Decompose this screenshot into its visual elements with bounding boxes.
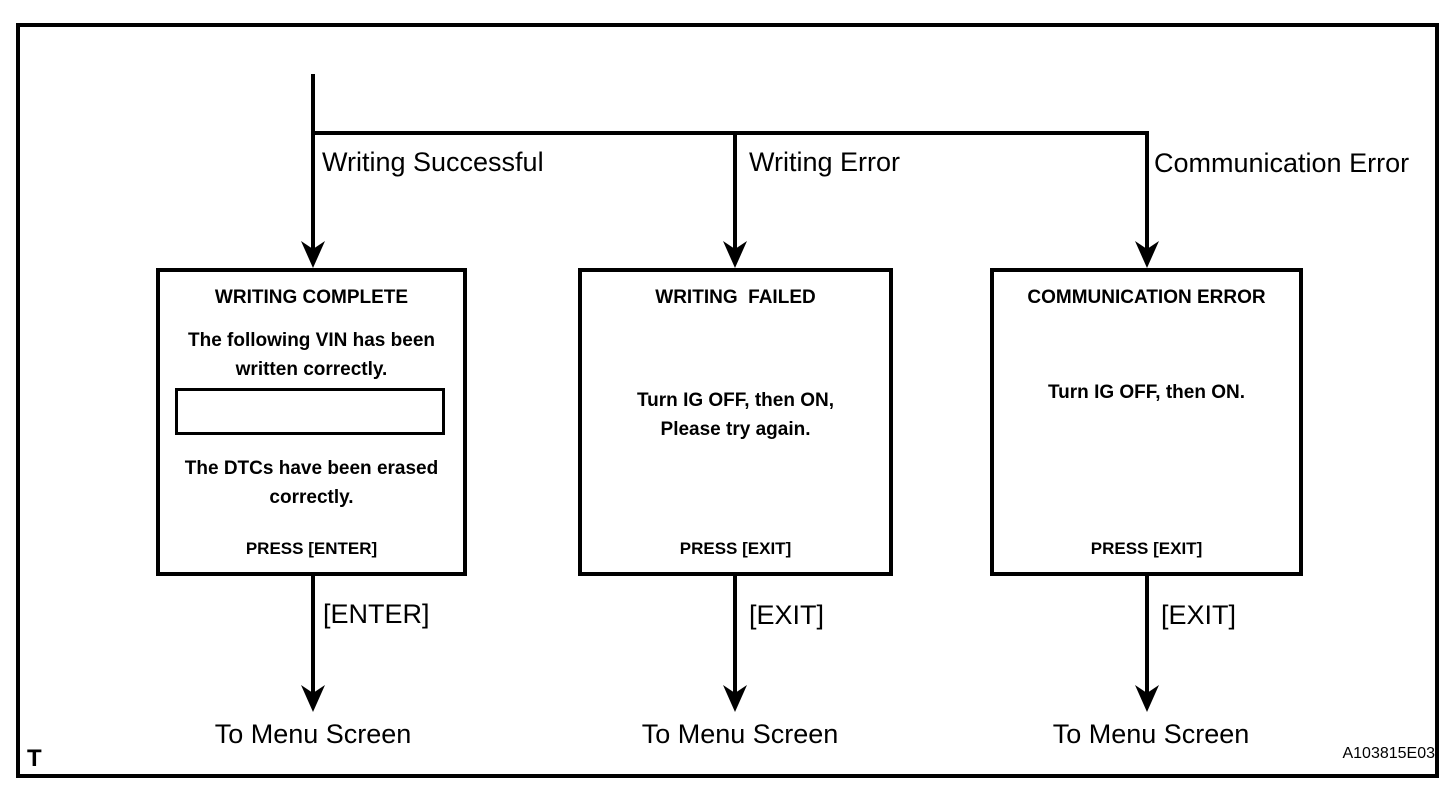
branch-label-communication-error: Communication Error <box>1154 148 1410 178</box>
arrowhead-down-icon <box>1135 241 1159 268</box>
press-instruction: PRESS [EXIT] <box>679 539 792 558</box>
screen-title: WRITING FAILED <box>655 287 816 308</box>
branch-label-writing-successful: Writing Successful <box>322 147 544 177</box>
screen-box-writing-failed: WRITING FAILED Turn IG OFF, then ON, Ple… <box>578 268 893 576</box>
press-instruction: PRESS [ENTER] <box>245 539 378 558</box>
figure-frame <box>16 23 1439 778</box>
connector-trunk-line <box>311 74 315 250</box>
arrowhead-down-icon <box>723 241 747 268</box>
arrowhead-down-icon <box>301 685 325 712</box>
screen-box-writing-complete: WRITING COMPLETE The following VIN has b… <box>156 268 467 576</box>
screen-message: Turn IG OFF, then ON, Please try again. <box>636 390 835 440</box>
connector-exit3-line <box>1145 576 1149 693</box>
connector-exit2-line <box>733 576 737 693</box>
connector-branch-hline <box>311 131 1149 135</box>
corner-mark: T <box>27 745 42 772</box>
arrowhead-down-icon <box>723 685 747 712</box>
connector-branch3-line <box>1145 131 1149 250</box>
branch-label-writing-error: Writing Error <box>749 147 901 177</box>
screen-title: COMMUNICATION ERROR <box>1027 287 1266 308</box>
arrowhead-down-icon <box>301 241 325 268</box>
vin-value-box <box>175 388 445 435</box>
connector-exit1-line <box>311 576 315 693</box>
key-label-enter: [ENTER] <box>323 599 430 629</box>
destination-label: To Menu Screen <box>214 719 412 749</box>
key-label-exit: [EXIT] <box>749 600 825 630</box>
arrowhead-down-icon <box>1135 685 1159 712</box>
destination-label: To Menu Screen <box>641 719 839 749</box>
press-instruction: PRESS [EXIT] <box>1090 539 1203 558</box>
screen-title: WRITING COMPLETE <box>214 287 409 308</box>
screen-message: The DTCs have been erased correctly. <box>184 458 439 508</box>
screen-box-communication-error: COMMUNICATION ERROR Turn IG OFF, then ON… <box>990 268 1303 576</box>
figure-code: A103815E03 <box>1342 745 1435 762</box>
key-label-exit: [EXIT] <box>1161 600 1237 630</box>
screen-message: Turn IG OFF, then ON. <box>1047 382 1246 403</box>
destination-label: To Menu Screen <box>1052 719 1250 749</box>
connector-branch2-line <box>733 131 737 250</box>
screen-message: The following VIN has been written corre… <box>187 330 436 380</box>
